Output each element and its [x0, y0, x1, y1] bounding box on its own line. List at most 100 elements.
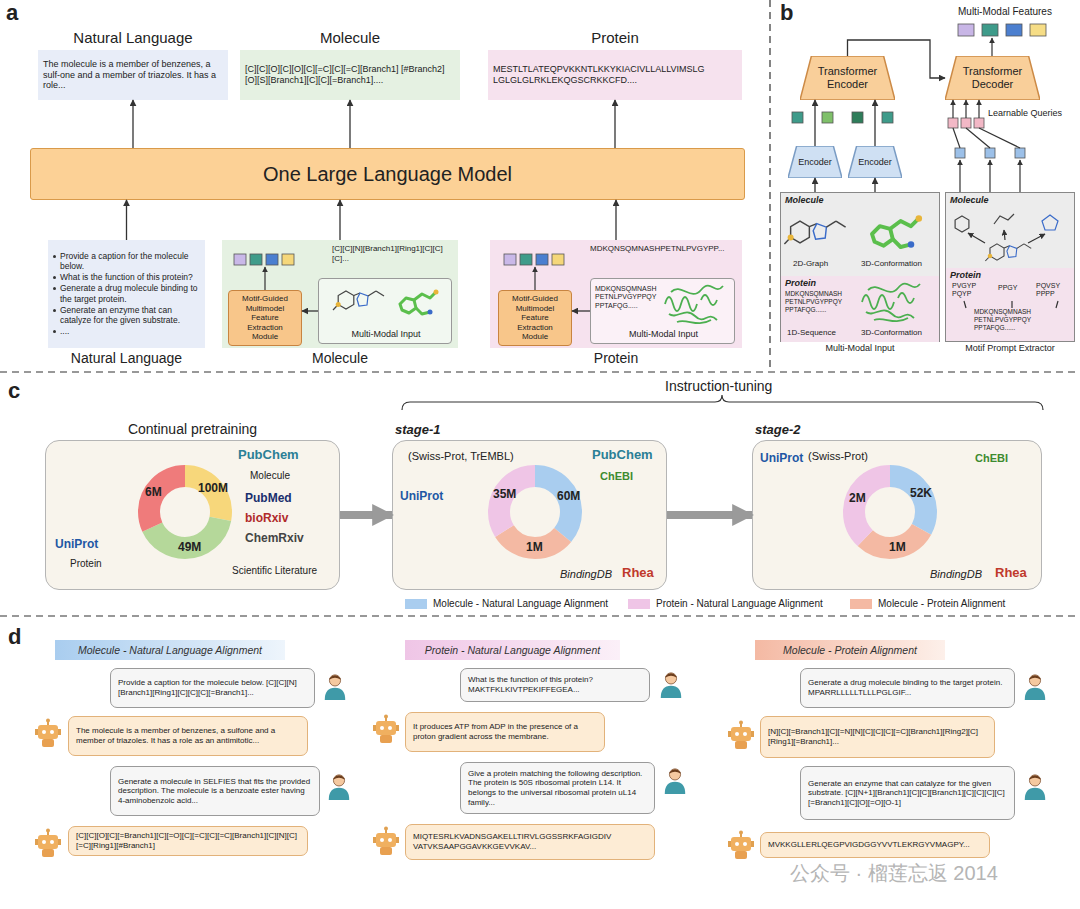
label: (Swiss-Prot, TrEMBL): [408, 450, 514, 463]
input-box: Multi-Modal Input: [318, 278, 452, 344]
heading: Protein: [450, 350, 782, 367]
label: 100M: [198, 482, 228, 496]
box-text: PPGY: [998, 284, 1028, 292]
box-text: Encoder: [798, 157, 832, 168]
user-bubble: Generate a drug molecule binding to the …: [800, 668, 1015, 708]
molecule-input-panel: [C][C][N][Branch1][Ring1][C][C][C]...Mol…: [222, 240, 458, 348]
heading: Continual pretraining: [6, 421, 379, 438]
legend-text: Molecule - Natural Language Alignment: [433, 598, 608, 610]
label: (Swiss-Prot): [808, 450, 868, 463]
box-text: Molecule - Natural Language Alignment: [78, 644, 262, 657]
label: ChEBI: [975, 452, 1008, 465]
box-text: MDKQNSQMNASH PETNLPVGYPPQY PPTAFQG.....: [595, 285, 661, 310]
box-text: Protein - Natural Language Alignment: [425, 644, 600, 657]
bullet-dot: [53, 287, 56, 290]
box-text: [N][C][=Branch1][C][=N][N][C][C][C][=C][…: [768, 727, 987, 746]
user-bubble: Give a protein matching the following de…: [460, 762, 655, 814]
label: Rhea: [622, 566, 654, 581]
user-bubble: What is the function of this protein? MA…: [460, 668, 650, 702]
bot-bubble: The molecule is a member of benzenes, a …: [68, 716, 308, 756]
box-text: The molecule is a member of benzenes, a …: [76, 726, 300, 745]
label: Rhea: [995, 566, 1027, 581]
box-text: Motif-Guided Multimodel Feature Extracti…: [234, 294, 296, 342]
box-text: PQVSY PPPP: [1036, 282, 1070, 299]
connector: [302, 310, 318, 311]
label: 1M: [889, 541, 906, 555]
box-text: MESTLTLATEQPVKKNTLKKYKIACIVLLALLVIMSLG L…: [493, 64, 737, 86]
box-text: [C][C][N][Branch1][Ring1][C][C][C]...: [332, 244, 454, 263]
label: BindingDB: [930, 568, 982, 581]
box-text: Molecule: [785, 195, 845, 206]
text-output-box: Natural LanguageThe molecule is a member…: [38, 50, 228, 100]
connector: [126, 200, 127, 240]
bot-bubble: MVKKGLLERLQEGPVIGDGGYVVTLEKRGYVMAGPY...: [760, 832, 990, 858]
box-text: One Large Language Model: [263, 162, 512, 186]
label: c: [8, 378, 20, 403]
bot-bubble: It produces ATP from ADP in the presence…: [405, 712, 605, 752]
bullet-text: Provide a caption for the molecule below…: [60, 251, 200, 271]
encoder-block: Encoder: [848, 146, 902, 178]
connector: [874, 100, 875, 146]
box-text: PVGYP PQYP: [952, 282, 984, 299]
feature-tokens: [234, 24, 1046, 265]
legend-swatch: [628, 599, 650, 609]
box-text: 3D-Conformation: [861, 259, 937, 269]
label: BindingDB: [560, 568, 612, 581]
connector: [339, 200, 340, 240]
data-donuts: [149, 476, 926, 548]
label: UniProt: [400, 490, 443, 504]
box-text: Give a protein matching the following de…: [468, 769, 647, 807]
flow-lines: [265, 38, 1058, 410]
module-box: Motif-Guided Multimodel Feature Extracti…: [498, 290, 572, 346]
bullet-row: What is the function of this protein?: [53, 272, 193, 282]
input-box: MDKQNSQMNASH PETNLPVGYPPQY PPTAFQG..... M…: [590, 278, 735, 344]
box-text: [C][C][O][C][=Branch1][C][=O][C][=C][C][…: [76, 831, 300, 850]
label: 52K: [910, 487, 932, 501]
input-panel: Molecule2D-Graph3D-ConformationMulti-Mod…: [780, 192, 940, 342]
section-tag: Molecule - Protein Alignment: [755, 640, 945, 660]
connector: [349, 100, 350, 148]
label: PubChem: [238, 448, 299, 463]
label: ChemRxiv: [245, 532, 304, 546]
heading: stage-2: [755, 422, 801, 438]
heading: Natural Language: [8, 350, 245, 367]
bullet-row: Provide a caption for the molecule below…: [53, 251, 200, 271]
label: a: [6, 0, 18, 25]
legend-swatch: [850, 599, 872, 609]
legend-text: Molecule - Protein Alignment: [878, 598, 1005, 610]
box-text: MDKQNSQMNASH PETNLPVGYPPQY PPTAFQG......: [974, 308, 1052, 331]
user-bubble: Provide a caption for the molecule below…: [110, 668, 315, 708]
label: PubChem: [592, 448, 653, 463]
connector: [340, 511, 392, 519]
label: Instruction-tuning: [665, 378, 772, 394]
box-text: 2D-Graph: [793, 259, 853, 269]
molecule-output-box: Molecule[C][C][O][C][O][C][=C][C][=C][Br…: [240, 50, 460, 100]
box-text: Multi-Modal Input: [591, 329, 736, 340]
bullet-text: ....: [60, 326, 69, 336]
box-text: Encoder: [858, 157, 892, 168]
heading: stage-1: [395, 422, 441, 438]
heading: Natural Language: [0, 29, 268, 47]
bot-bubble: [N][C][=Branch1][C][=N][N][C][C][C][=C][…: [760, 716, 995, 758]
section-tag: Protein - Natural Language Alignment: [405, 640, 620, 660]
heading: Multi-Modal Input: [741, 343, 979, 354]
label: PubMed: [245, 492, 292, 506]
bullet-text: Generate an enzyme that can catalyze for…: [60, 305, 200, 325]
label: Multi-Modal Features: [958, 6, 1052, 18]
decoder-block: Transformer Decoder: [945, 56, 1040, 100]
box-text: Protein: [950, 270, 1010, 281]
bullet-text: Generate a drug molecule binding to the …: [60, 283, 200, 303]
llm-bar: One Large Language Model: [30, 148, 745, 200]
label: 60M: [557, 490, 580, 504]
bot-bubble: MIQTESRLKVADNSGAKELLTIRVLGGSSRKFAGIGDIV …: [405, 824, 655, 860]
box-text: What is the function of this protein? MA…: [468, 675, 642, 694]
box-text: Transformer Encoder: [805, 65, 890, 91]
label: ChEBI: [600, 470, 633, 483]
box-text: MVKKGLLERLQEGPVIGDGGYVVTLEKRGYVMAGPY...: [768, 840, 970, 850]
box-text: It produces ATP from ADP in the presence…: [413, 722, 597, 741]
connector: [667, 511, 752, 519]
encoder-block: Encoder: [788, 146, 842, 178]
box-text: Protein: [785, 278, 845, 289]
label: 49M: [178, 541, 201, 555]
